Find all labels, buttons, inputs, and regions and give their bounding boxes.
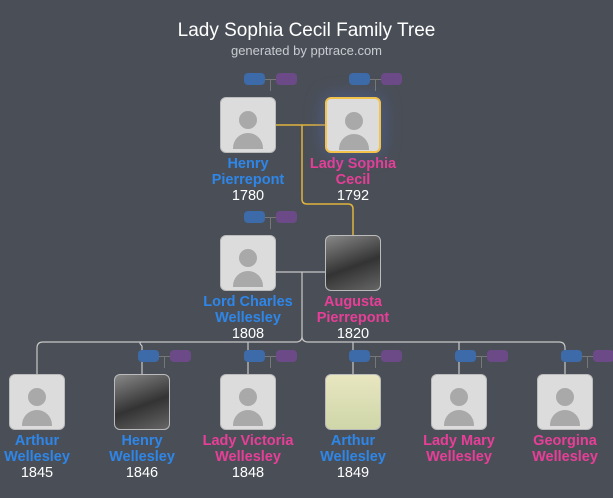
person-year: 1792 (336, 188, 370, 204)
avatar-head-icon (239, 388, 257, 406)
person-avatar[interactable] (537, 374, 593, 430)
relation-buttons (138, 350, 192, 368)
person-avatar[interactable] (325, 97, 381, 153)
add-mother-button[interactable] (381, 350, 402, 362)
person-year: 1848 (231, 465, 265, 481)
person-year: 1849 (336, 465, 370, 481)
person-avatar[interactable] (220, 374, 276, 430)
person-name[interactable]: Georgina Wellesley (532, 433, 598, 465)
add-mother-button[interactable] (276, 73, 297, 85)
parent-connector-gold (276, 124, 354, 235)
page-subtitle: generated by pptrace.com (230, 43, 383, 58)
page-title: Lady Sophia Cecil Family Tree (177, 20, 436, 41)
person-node[interactable]: Lady Mary Wellesley (404, 374, 514, 465)
person-year: 1820 (336, 326, 370, 342)
person-year: 1846 (125, 465, 159, 481)
avatar-body-icon (550, 410, 580, 426)
pill-connector (587, 356, 588, 368)
person-photo[interactable] (325, 235, 381, 291)
add-mother-button[interactable] (276, 350, 297, 362)
pill-connector (270, 356, 271, 368)
person-name[interactable]: Henry Pierrepont (211, 156, 285, 188)
avatar-body-icon (339, 134, 369, 150)
person-year: 1808 (231, 326, 265, 342)
person-name[interactable]: Lady Victoria Wellesley (202, 433, 294, 465)
add-father-button[interactable] (244, 350, 265, 362)
relation-buttons (561, 350, 613, 368)
relation-buttons (349, 350, 403, 368)
add-mother-button[interactable] (276, 211, 297, 223)
person-year: 1845 (20, 465, 54, 481)
person-name[interactable]: Arthur Wellesley (4, 433, 70, 465)
person-year: 1780 (231, 188, 265, 204)
pill-connector (270, 79, 271, 91)
avatar-body-icon (233, 271, 263, 287)
add-father-button[interactable] (138, 350, 159, 362)
avatar-body-icon (444, 410, 474, 426)
person-avatar[interactable] (220, 235, 276, 291)
add-mother-button[interactable] (487, 350, 508, 362)
relation-buttons (244, 350, 298, 368)
add-father-button[interactable] (244, 73, 265, 85)
avatar-head-icon (345, 112, 363, 130)
pill-connector (481, 356, 482, 368)
person-photo[interactable] (325, 374, 381, 430)
person-name[interactable]: Henry Wellesley (109, 433, 175, 465)
person-avatar[interactable] (9, 374, 65, 430)
person-photo[interactable] (114, 374, 170, 430)
add-mother-button[interactable] (593, 350, 613, 362)
pill-connector (375, 79, 376, 91)
pill-connector (270, 217, 271, 229)
avatar-head-icon (239, 249, 257, 267)
person-name[interactable]: Arthur Wellesley (320, 433, 386, 465)
add-father-button[interactable] (349, 73, 370, 85)
avatar-body-icon (233, 410, 263, 426)
add-father-button[interactable] (349, 350, 370, 362)
pill-connector (375, 356, 376, 368)
person-node[interactable]: Georgina Wellesley (510, 374, 613, 465)
relation-buttons (455, 350, 509, 368)
avatar-body-icon (233, 133, 263, 149)
pill-connector (164, 356, 165, 368)
avatar-head-icon (28, 388, 46, 406)
person-name[interactable]: Lord Charles Wellesley (203, 294, 293, 326)
person-name[interactable]: Lady Sophia Cecil (309, 156, 397, 188)
add-father-button[interactable] (455, 350, 476, 362)
avatar-head-icon (239, 111, 257, 129)
person-avatar[interactable] (220, 97, 276, 153)
relation-buttons (349, 73, 403, 91)
avatar-head-icon (450, 388, 468, 406)
add-mother-button[interactable] (170, 350, 191, 362)
relation-buttons (244, 211, 298, 229)
avatar-head-icon (556, 388, 574, 406)
add-father-button[interactable] (561, 350, 582, 362)
add-mother-button[interactable] (381, 73, 402, 85)
person-name[interactable]: Augusta Pierrepont (316, 294, 390, 326)
avatar-body-icon (22, 410, 52, 426)
person-avatar[interactable] (431, 374, 487, 430)
add-father-button[interactable] (244, 211, 265, 223)
person-name[interactable]: Lady Mary Wellesley (423, 433, 495, 465)
relation-buttons (244, 73, 298, 91)
